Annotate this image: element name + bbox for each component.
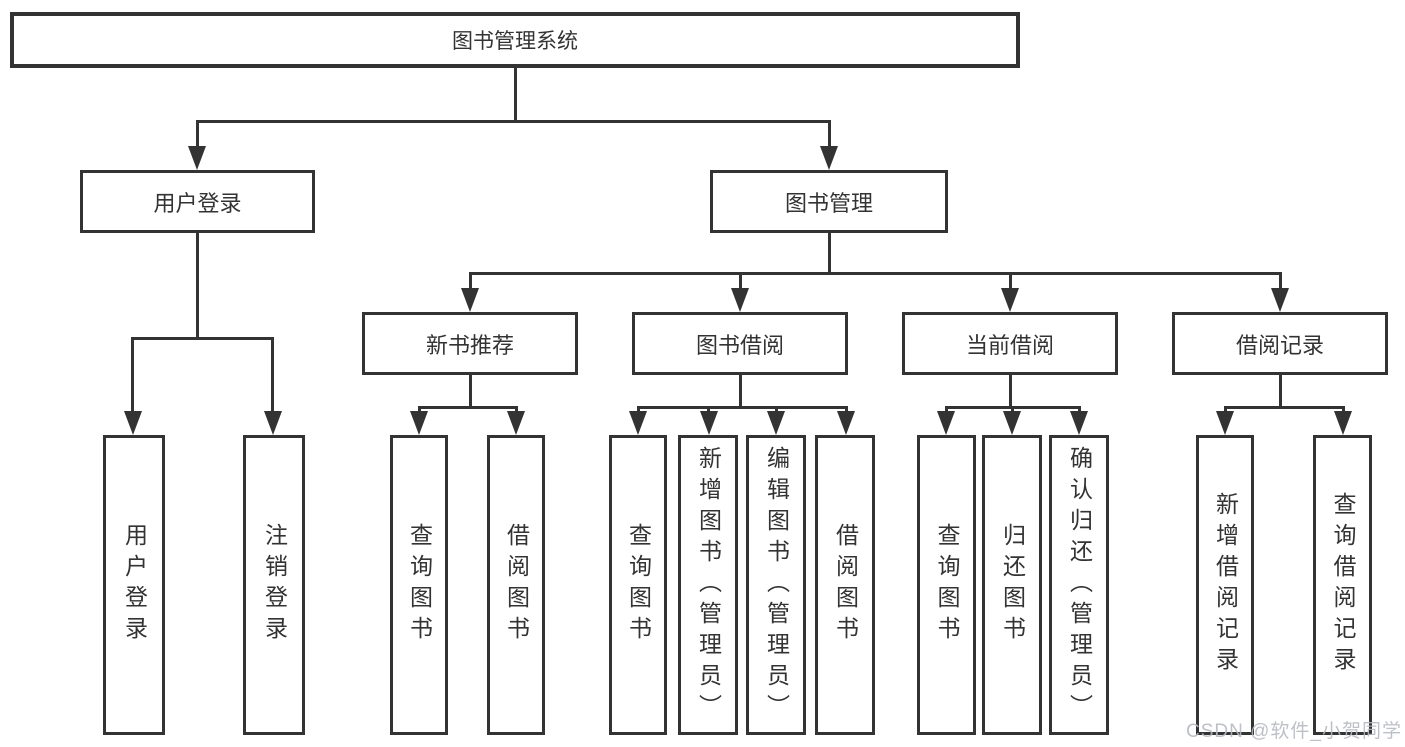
node-label: 借阅图书 <box>503 523 530 647</box>
node-borrow-borrow-books: 借阅图书 <box>815 435 875 735</box>
connector-line <box>739 375 742 408</box>
arrow-down-icon <box>188 146 206 170</box>
node-borrowing-records: 借阅记录 <box>1172 312 1388 375</box>
node-book-management: 图书管理 <box>710 170 948 233</box>
arrow-down-icon <box>1271 288 1289 312</box>
node-label: 查询图书 <box>625 523 652 647</box>
node-user-login-branch: 用户登录 <box>80 170 315 233</box>
connector-line <box>196 233 199 339</box>
connector-line <box>1009 272 1012 292</box>
node-label: 编辑图书（管理员） <box>763 445 790 725</box>
arrow-down-icon <box>937 411 955 435</box>
node-label: 借阅记录 <box>1235 332 1324 358</box>
connector-line <box>828 233 831 274</box>
arrow-down-icon <box>1003 411 1021 435</box>
node-new-book-recommend: 新书推荐 <box>362 312 578 375</box>
arrow-down-icon <box>767 411 785 435</box>
arrow-down-icon <box>820 146 838 170</box>
arrow-down-icon <box>1001 288 1019 312</box>
connector-line <box>637 406 640 414</box>
node-label: 归还图书 <box>999 523 1026 647</box>
node-records-add-record: 新增借阅记录 <box>1196 435 1254 735</box>
node-label: 新增借阅记录 <box>1212 492 1239 678</box>
node-borrow-query-books: 查询图书 <box>609 435 667 735</box>
connector-line <box>469 272 472 292</box>
connector-line <box>775 406 778 414</box>
arrow-down-icon <box>837 411 855 435</box>
node-label: 图书管理系统 <box>452 30 578 53</box>
node-label: 查询借阅记录 <box>1330 492 1356 678</box>
connector-line <box>707 406 710 414</box>
connector-line <box>196 120 199 150</box>
connector-line <box>637 406 848 409</box>
connector-line <box>1279 375 1282 408</box>
connector-line <box>131 337 134 413</box>
connector-line <box>196 120 831 123</box>
connector-line <box>469 375 472 408</box>
connector-line <box>515 406 518 414</box>
connector-line <box>828 120 831 150</box>
node-label: 用户登录 <box>153 190 242 216</box>
node-rec-query-books: 查询图书 <box>390 435 448 735</box>
connector-line <box>1224 406 1345 409</box>
arrow-down-icon <box>1334 411 1352 435</box>
node-rec-borrow-books: 借阅图书 <box>487 435 545 735</box>
connector-line <box>1342 406 1345 414</box>
arrow-down-icon <box>731 288 749 312</box>
node-label: 新书推荐 <box>425 332 514 358</box>
connector-line <box>132 337 274 340</box>
connector-line <box>418 406 421 414</box>
connector-line <box>1224 406 1227 414</box>
node-label: 图书借阅 <box>695 332 784 358</box>
node-label: 查询图书 <box>406 523 433 647</box>
connector-line <box>945 406 948 414</box>
node-current-return-books: 归还图书 <box>982 435 1042 735</box>
node-user-login: 用户登录 <box>103 435 165 735</box>
arrow-down-icon <box>124 411 142 435</box>
arrow-down-icon <box>461 288 479 312</box>
node-records-query-record: 查询借阅记录 <box>1313 435 1372 735</box>
node-current-confirm-return-admin: 确认归还（管理员） <box>1049 435 1109 735</box>
node-label: 注销登录 <box>261 523 288 647</box>
node-current-query-books: 查询图书 <box>917 435 976 735</box>
node-label: 当前借阅 <box>965 332 1054 358</box>
node-label: 查询图书 <box>934 523 960 647</box>
connector-line <box>1279 272 1282 292</box>
arrow-down-icon <box>1070 411 1088 435</box>
node-borrow-add-books-admin: 新增图书（管理员） <box>678 435 738 735</box>
node-current-borrowing: 当前借阅 <box>902 312 1118 375</box>
arrow-down-icon <box>629 411 647 435</box>
connector-line <box>514 68 517 120</box>
connector-line <box>1009 375 1012 408</box>
connector-line <box>469 272 1282 275</box>
arrow-down-icon <box>700 411 718 435</box>
node-label: 借阅图书 <box>832 523 859 647</box>
connector-line <box>739 272 742 292</box>
node-label: 新增图书（管理员） <box>695 445 722 725</box>
arrow-down-icon <box>1216 411 1234 435</box>
connector-line <box>845 406 848 414</box>
node-book-borrowing: 图书借阅 <box>632 312 848 375</box>
node-logout: 注销登录 <box>243 435 305 735</box>
node-label: 用户登录 <box>121 523 148 647</box>
connector-line <box>418 406 518 409</box>
node-label: 确认归还（管理员） <box>1066 445 1093 725</box>
connector-line <box>1078 406 1081 414</box>
node-library-management-system: 图书管理系统 <box>10 12 1020 68</box>
arrow-down-icon <box>264 411 282 435</box>
connector-line <box>1011 406 1014 414</box>
node-borrow-edit-books-admin: 编辑图书（管理员） <box>746 435 806 735</box>
arrow-down-icon <box>507 411 525 435</box>
connector-line <box>271 337 274 413</box>
node-label: 图书管理 <box>784 190 873 216</box>
arrow-down-icon <box>410 411 428 435</box>
watermark: CSDN @软件_小贺同学 <box>1186 721 1402 742</box>
